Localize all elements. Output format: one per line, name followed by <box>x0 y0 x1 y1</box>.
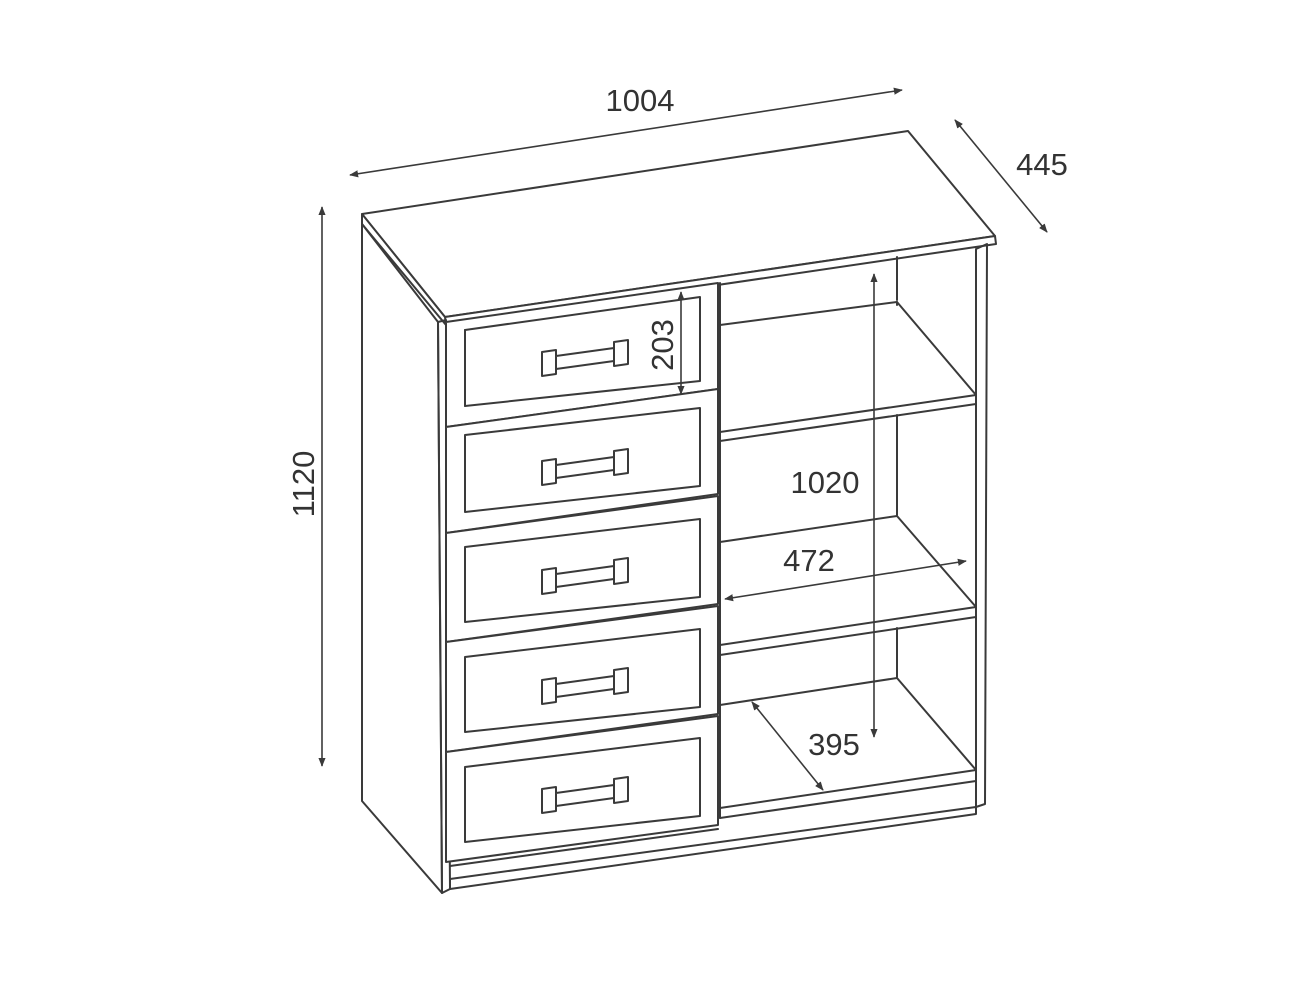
drawer-5 <box>445 715 719 863</box>
depth-dimension-line <box>954 119 1048 233</box>
width-dimension-line <box>349 87 903 178</box>
height-label: 1120 <box>286 451 321 518</box>
drawer-2-handle <box>541 448 629 486</box>
right-side-post <box>975 243 988 808</box>
width-label: 1004 <box>606 83 675 118</box>
shelf-width-dimension-line <box>724 558 967 602</box>
shelf-width-label: 472 <box>783 543 835 578</box>
plinth <box>449 806 977 890</box>
drawer-5-handle <box>541 776 629 814</box>
drawer-3-handle <box>541 557 629 595</box>
shelf-1 <box>719 301 977 433</box>
shelf-2 <box>719 515 977 646</box>
shelf-height-label: 1020 <box>791 465 860 500</box>
drawer-1 <box>445 282 719 428</box>
depth-label: 445 <box>1016 147 1068 182</box>
compartment-bottom <box>719 677 977 809</box>
drawer-height-label: 203 <box>645 319 680 371</box>
drawer-4 <box>445 605 719 753</box>
drawer-3 <box>445 495 719 643</box>
drawer-4-handle <box>541 667 629 705</box>
left-side-panel <box>361 223 443 894</box>
drawer-1-handle <box>541 339 629 377</box>
drawer-2 <box>445 388 719 534</box>
shelf-depth-label: 395 <box>808 727 860 762</box>
shelf-depth-dimension-line <box>751 701 824 791</box>
